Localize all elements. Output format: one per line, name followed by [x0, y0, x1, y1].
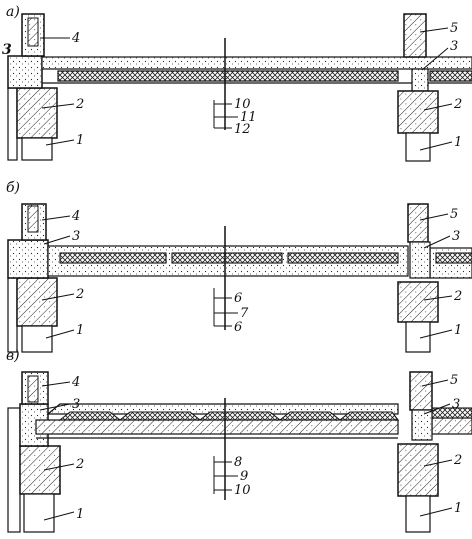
- callout-label: 1: [454, 135, 462, 150]
- beam-2-left: [16, 277, 58, 327]
- label-b-c2: 7: [240, 306, 249, 321]
- block-3-right: [409, 241, 431, 279]
- label-a-c1: 10: [234, 97, 251, 112]
- callout-label: 1: [76, 323, 84, 338]
- callout-label: 3: [452, 229, 460, 244]
- beam-2-right: [397, 443, 439, 497]
- block-3-left: [7, 55, 43, 89]
- callout-label: 4: [71, 209, 80, 224]
- column-1-right: [405, 321, 431, 353]
- insulation-10: [57, 70, 399, 82]
- insulation-9: [58, 411, 400, 421]
- panel-c-title: в): [6, 348, 20, 364]
- insulation-7: [59, 252, 167, 264]
- beam-2-right: [397, 90, 439, 134]
- label-a-c3: 12: [234, 122, 251, 137]
- label-b-c1: 6: [234, 291, 242, 306]
- callout-label: 2: [453, 97, 462, 112]
- callout-label: 1: [76, 507, 84, 522]
- panel-c: в) 8 9 10 4 3 2 1: [6, 348, 472, 533]
- callout-label: 2: [75, 287, 84, 302]
- callout-label: 2: [453, 289, 462, 304]
- callout-label: 3: [2, 42, 12, 58]
- callout-label: 5: [450, 207, 458, 222]
- callout-label: 3: [450, 39, 458, 54]
- panel-a-title: а): [6, 4, 20, 20]
- callout-label: 1: [454, 323, 462, 338]
- beam-2-right: [397, 281, 439, 323]
- callout-label: 2: [75, 457, 84, 472]
- callout-label: 2: [75, 97, 84, 112]
- label-c-c1: 8: [234, 455, 242, 470]
- block-3-right: [411, 409, 433, 441]
- callout-label: 3: [452, 397, 460, 412]
- left-wall-strip: [7, 87, 18, 161]
- column-1-left: [21, 325, 53, 353]
- wall-5-right: [403, 13, 427, 58]
- beam-2-left: [19, 445, 61, 495]
- callout-label: 3: [72, 229, 80, 244]
- slab-top-11: [41, 56, 472, 70]
- label-c-c2: 9: [240, 469, 248, 484]
- column-1-left: [21, 137, 53, 161]
- callout-label: 1: [76, 133, 84, 148]
- beam-2-left: [16, 87, 58, 139]
- callout-label: 5: [450, 373, 458, 388]
- block-3-right: [411, 68, 429, 92]
- block-3-left: [7, 239, 49, 279]
- slab-8: [35, 419, 399, 435]
- panel-b-title: б): [6, 180, 20, 196]
- callout-label: 4: [71, 31, 80, 46]
- panel-a: а) 10 11 12 4 3 2 1: [2, 4, 472, 162]
- callout-label: 3: [72, 397, 80, 412]
- label-c-c3: 10: [234, 483, 251, 498]
- wall-5-right: [407, 203, 429, 243]
- callout-label: 2: [453, 453, 462, 468]
- panel-b: б) 6 7 6 4 3 2 1: [6, 180, 472, 353]
- callout-label: 1: [454, 501, 462, 516]
- column-1-left: [23, 493, 55, 533]
- wall-5-right: [409, 371, 433, 411]
- callout-label: 4: [71, 375, 80, 390]
- label-a-c2: 11: [240, 110, 257, 125]
- label-b-c3: 6: [234, 320, 242, 335]
- column-1-right: [405, 132, 431, 162]
- callout-label: 5: [450, 21, 458, 36]
